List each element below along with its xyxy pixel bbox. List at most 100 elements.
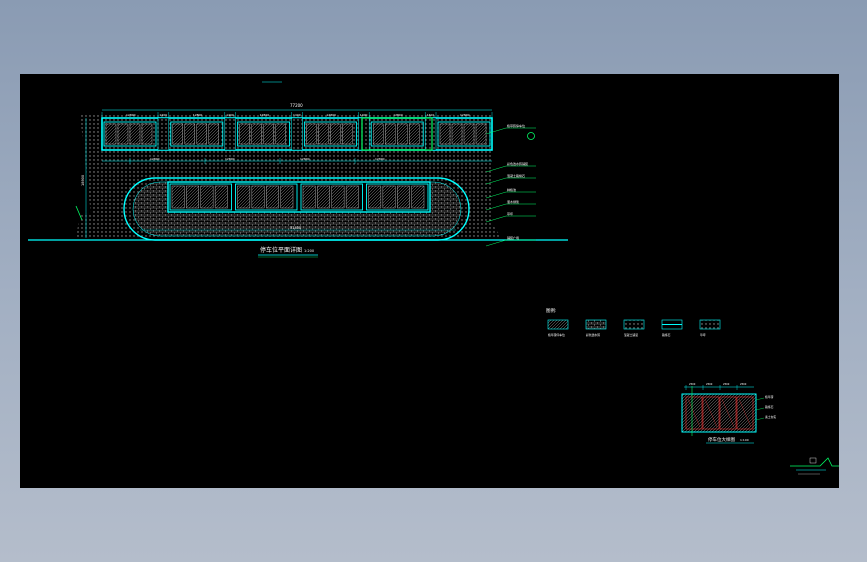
left-leader	[75, 205, 83, 221]
planting-strip	[157, 117, 170, 151]
detail-stall-diagonal	[704, 398, 718, 428]
parking-stall	[345, 185, 359, 209]
parking-bay	[370, 121, 424, 147]
parking-plan[interactable]: 77200 12800 1400 12800 1400 12800 1400 12800 14…	[28, 103, 568, 258]
segment-dim-label: 1400	[427, 113, 435, 117]
parking-stall	[306, 123, 317, 145]
legend-title: 图例:	[546, 307, 557, 314]
parking-stall	[214, 185, 228, 209]
detail-note-leader	[755, 417, 765, 421]
parking-stall	[208, 123, 220, 145]
dim-overall: 77200	[290, 103, 303, 108]
legend-swatch	[623, 319, 645, 330]
segment-dim-label: 12800	[260, 113, 270, 117]
legend[interactable]: 图例: 植草砖停车位彩色透水砖混凝土铺装路缘石草坪	[546, 307, 721, 337]
legend-label: 路缘石	[662, 333, 671, 337]
legend-swatch	[699, 319, 721, 330]
legend-label: 混凝土铺装	[624, 333, 638, 337]
parking-bay	[169, 183, 232, 211]
dim-bottom: 51400	[290, 226, 301, 230]
parking-stall	[475, 123, 487, 145]
parking-stall	[171, 185, 185, 209]
north-symbol	[527, 132, 535, 140]
detail-stalls	[685, 396, 754, 430]
highlighted-bay	[361, 117, 433, 151]
paving-left-wedge	[76, 214, 98, 238]
cad-drawing: 77200 12800 1400 12800 1400 12800 1400 12800 14…	[28, 81, 839, 475]
planting-strip	[424, 117, 437, 151]
parking-stall	[117, 123, 129, 145]
detail-stall-diagonal	[687, 398, 701, 428]
parking-stall	[184, 123, 196, 145]
inner-dim-label: 12800	[225, 157, 235, 161]
segment-dim-label: 12800	[193, 113, 203, 117]
parking-bay	[437, 121, 491, 147]
parking-bay	[235, 183, 298, 211]
callout-label: 草坪	[507, 211, 513, 216]
parking-stall	[331, 185, 345, 209]
planting-strip	[358, 117, 370, 151]
callout-label: 植草砖停车位	[507, 123, 525, 128]
parking-stall	[411, 185, 425, 209]
callout-leader	[485, 191, 507, 199]
parking-bay	[366, 183, 429, 211]
cad-viewport[interactable]: 77200 12800 1400 12800 1400 12800 1400 12800 14…	[20, 74, 839, 488]
detail-note-label: 植草砖	[765, 395, 774, 399]
parking-stall	[251, 123, 262, 145]
detail-dim-label: 2500	[723, 382, 730, 386]
parking-stall	[385, 123, 396, 145]
detail-stall-diagonal	[721, 398, 735, 428]
plan-scale: 1:200	[304, 249, 314, 253]
detail-note-leader	[755, 397, 765, 401]
detail-scale: 1:100	[740, 438, 749, 442]
detail-note-leader	[755, 407, 765, 411]
parking-stall	[409, 123, 420, 145]
detail-dim-label: 2500	[740, 382, 747, 386]
segment-dim-label: 12800	[393, 113, 403, 117]
parking-stall	[373, 123, 384, 145]
parking-bay	[170, 121, 224, 147]
parking-stall	[318, 123, 329, 145]
callout-leader	[485, 177, 507, 185]
parking-stall	[397, 123, 408, 145]
segment-dim-label: 1400	[159, 113, 167, 117]
corner-sketch	[790, 457, 839, 475]
detail-dim-label: 2500	[689, 382, 696, 386]
legend-swatch	[585, 319, 607, 330]
parking-stall	[280, 185, 294, 209]
parking-stall	[172, 123, 184, 145]
legend-label: 彩色透水砖	[586, 333, 600, 337]
parking-stall	[186, 185, 199, 209]
inner-dim-label: 12800	[375, 157, 385, 161]
parking-stall	[342, 123, 353, 145]
parking-bay	[237, 121, 291, 147]
parking-bay	[103, 121, 157, 147]
parking-bay	[303, 121, 357, 147]
parking-stall	[200, 185, 214, 209]
parking-stall	[129, 123, 141, 145]
parking-stall	[266, 185, 279, 209]
parking-stall	[439, 123, 451, 145]
detail-title: 停车位大样图	[708, 436, 735, 443]
segment-dim-label: 1400	[293, 113, 301, 117]
planting-strip	[224, 117, 236, 151]
callout-leader	[485, 239, 507, 247]
legend-swatch	[547, 319, 569, 330]
callout-label: 种植池	[507, 187, 516, 192]
segment-dim-label: 1400	[226, 113, 234, 117]
parking-stall	[397, 185, 410, 209]
callout-leader	[485, 127, 507, 135]
parking-stall	[237, 185, 251, 209]
segment-dim-label: 12800	[126, 113, 136, 117]
parking-stall	[196, 123, 208, 145]
inner-dim-label: 12800	[300, 157, 310, 161]
callout-leader	[485, 215, 507, 223]
parking-stall	[368, 185, 382, 209]
parking-stall	[463, 123, 475, 145]
callout-label: 灌木绿篱	[507, 199, 519, 204]
parking-stall	[330, 123, 341, 145]
